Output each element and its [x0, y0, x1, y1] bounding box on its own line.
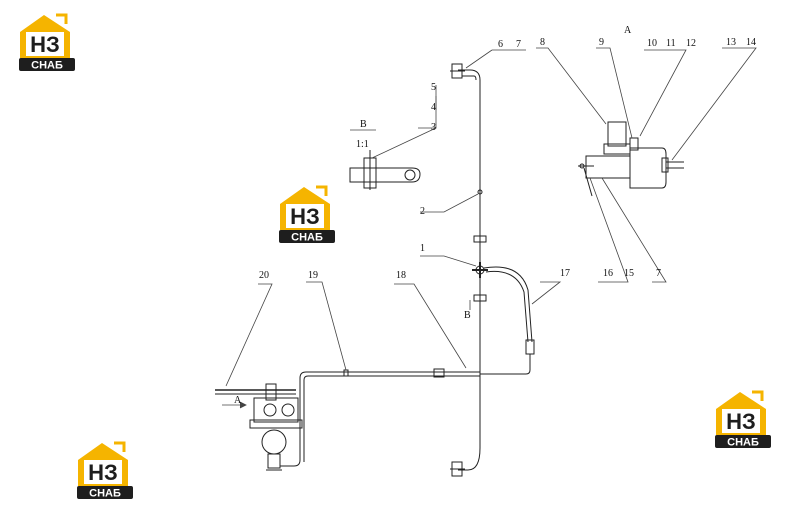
callout: 6 — [498, 39, 503, 50]
logo-mark: НЗ СНАБ — [715, 390, 771, 449]
callout: 8 — [540, 37, 545, 48]
callout: 20 — [259, 270, 269, 281]
scale-label: 1:1 — [356, 139, 369, 150]
watermark-logo: НЗ СНАБ — [16, 12, 78, 74]
svg-text:СНАБ: СНАБ — [31, 60, 63, 72]
svg-text:СНАБ: СНАБ — [89, 488, 121, 500]
section-label-b: B — [360, 119, 367, 130]
view-label-b: B — [464, 310, 471, 321]
hose-17 — [483, 266, 533, 343]
callout: 4 — [431, 102, 436, 113]
callout: 18 — [396, 270, 406, 281]
callout: 7 — [656, 268, 661, 279]
horizontal-pipe — [280, 371, 480, 467]
callout: 14 — [746, 37, 756, 48]
svg-text:СНАБ: СНАБ — [727, 437, 759, 449]
leader-lines — [222, 47, 757, 409]
left-valve-body — [253, 397, 299, 423]
logo-mark: НЗ СНАБ — [77, 441, 133, 500]
callout: 16 — [603, 268, 613, 279]
view-label-a: A — [624, 25, 632, 36]
watermark-logo: НЗ СНАБ — [74, 440, 136, 502]
callout: 11 — [666, 38, 676, 49]
lever-b — [349, 167, 421, 183]
callout: 1 — [420, 243, 425, 254]
logo-mark: НЗ СНАБ — [279, 185, 335, 244]
callout: 19 — [308, 270, 318, 281]
svg-text:СНАБ: СНАБ — [291, 232, 323, 244]
callout: 13 — [726, 37, 736, 48]
callout: 9 — [599, 37, 604, 48]
drawing-lines — [215, 63, 684, 477]
callout: 5 — [431, 82, 436, 93]
callout: 3 — [431, 122, 436, 133]
callout: 2 — [420, 206, 425, 217]
callout: 17 — [560, 268, 570, 279]
right-top-valve — [607, 121, 627, 147]
view-label-a: A — [234, 395, 242, 406]
callout: 7 — [516, 39, 521, 50]
right-cylinder — [585, 155, 631, 179]
callout: 15 — [624, 268, 634, 279]
callout: 12 — [686, 38, 696, 49]
callout: 10 — [647, 38, 657, 49]
svg-text:НЗ: НЗ — [726, 409, 756, 434]
watermark-logo: НЗ СНАБ — [712, 389, 774, 451]
svg-text:НЗ: НЗ — [30, 32, 60, 57]
logo-mark: НЗ СНАБ — [19, 13, 75, 72]
svg-text:НЗ: НЗ — [290, 204, 320, 229]
svg-text:НЗ: НЗ — [88, 460, 118, 485]
watermark-logo: НЗ СНАБ — [276, 184, 338, 246]
callout-labels: 1 2 3 4 5 6 7 8 9 10 11 12 13 14 15 16 7… — [234, 25, 756, 406]
right-chamber — [629, 147, 667, 189]
